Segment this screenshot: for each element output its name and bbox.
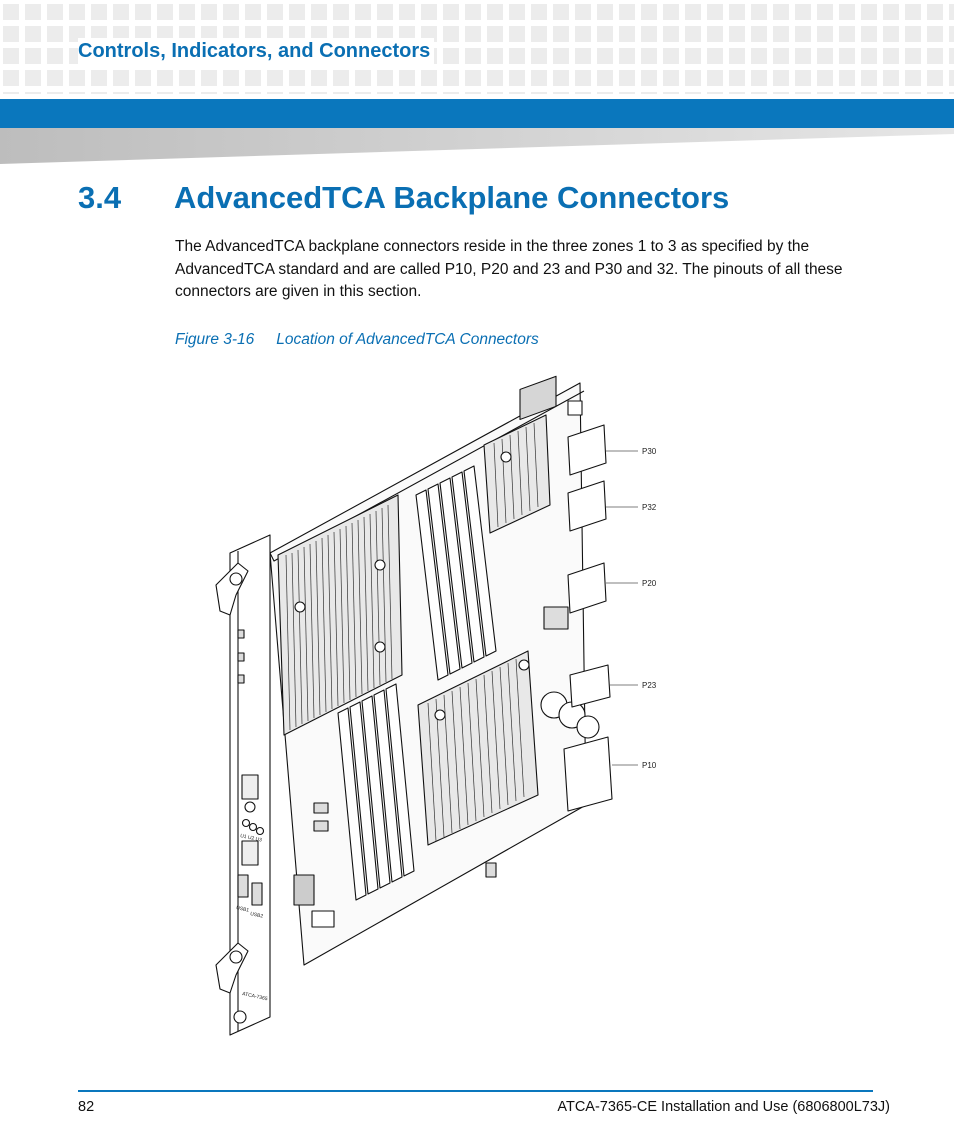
connector-p32: [567, 480, 607, 532]
header-blue-band: [0, 99, 954, 128]
connector-p30: [567, 424, 607, 476]
led-u3: [255, 826, 265, 836]
eth-port-2: [241, 840, 259, 866]
figure-number: Figure 3-16: [175, 331, 255, 348]
section-heading: AdvancedTCA Backplane Connectors: [174, 180, 730, 215]
top-ejector-handle: [215, 562, 249, 616]
board-illustration: P30 P32 P20 P23 P10 USB1 USB2 U1 U2 U3 A…: [215, 375, 657, 1036]
label-usb2: USB2: [250, 911, 264, 920]
usb1-port: [237, 874, 249, 898]
header-gray-wedge: [0, 128, 954, 164]
cpu-chip: [519, 375, 557, 421]
label-leds: U1 U2 U3: [240, 833, 263, 843]
label-p32: P32: [642, 503, 657, 512]
connector-p10: [563, 736, 613, 812]
led-u2: [248, 822, 258, 832]
dimm-slots-upper: [415, 465, 497, 681]
figure-caption-text: Location of AdvancedTCA Connectors: [276, 331, 539, 348]
label-usb1: USB1: [236, 905, 250, 914]
usb2-port: [251, 882, 263, 906]
led-u1: [241, 818, 251, 828]
connector-p20: [567, 562, 607, 614]
document-title: ATCA-7365-CE Installation and Use (68068…: [557, 1099, 890, 1115]
chapter-title: Controls, Indicators, and Connectors: [78, 38, 435, 65]
dimm-slots-lower: [337, 683, 415, 901]
bottom-ejector-handle: [215, 942, 249, 1024]
label-p20: P20: [642, 579, 657, 588]
label-p10: P10: [642, 761, 657, 770]
heatsink-left: [277, 494, 403, 736]
connector-p23: [569, 664, 611, 708]
heatsink-bottom: [417, 650, 539, 846]
heatsink-top: [483, 414, 551, 534]
footer-rule: [78, 1090, 873, 1092]
figure-caption: Figure 3-16 Location of AdvancedTCA Conne…: [175, 331, 539, 349]
label-p23: P23: [642, 681, 657, 690]
label-model: ATCA-7365: [242, 991, 269, 1002]
section-number: 3.4: [78, 180, 122, 215]
eth-port-1: [241, 774, 259, 800]
label-p30: P30: [642, 447, 657, 456]
page-number: 82: [78, 1099, 95, 1115]
section-body-paragraph: The AdvancedTCA backplane connectors res…: [175, 238, 843, 300]
